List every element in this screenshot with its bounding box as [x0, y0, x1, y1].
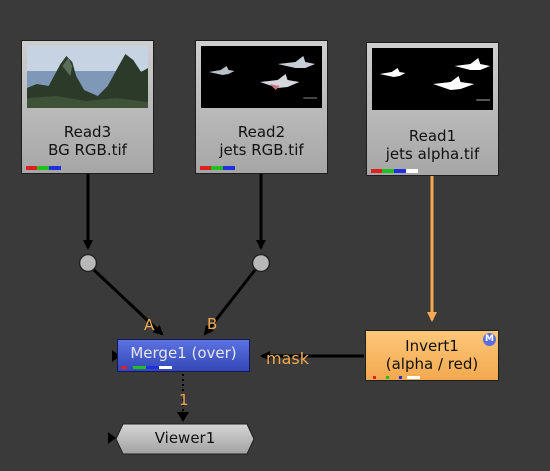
read3-node[interactable]: Read3 BG RGB.tif	[21, 40, 154, 174]
mask-indicator-badge: M	[483, 333, 496, 346]
read2-thumbnail	[201, 46, 322, 108]
viewer1-shape	[115, 423, 255, 455]
channel-red	[26, 166, 37, 170]
read1-title: Read1	[408, 127, 457, 145]
viewer1-label: Viewer1	[154, 429, 216, 447]
channel-blue	[394, 169, 406, 173]
merge-input-a-label: A	[144, 316, 155, 334]
channel-green	[133, 366, 146, 369]
viewer-input-arrowhead	[177, 412, 189, 422]
channel-blue	[399, 376, 402, 379]
invert1-title: Invert1	[405, 337, 459, 355]
channel-green	[37, 166, 49, 170]
merge1-label: Merge1 (over)	[130, 344, 237, 362]
mask-input-label: mask	[266, 349, 309, 368]
read3-filename: BG RGB.tif	[48, 141, 127, 159]
invert1-node[interactable]: Invert1 (alpha / red) M	[365, 330, 499, 381]
read1-thumbnail	[372, 48, 493, 110]
channel-alpha	[406, 169, 418, 173]
read2-title: Read2	[237, 123, 286, 141]
read2-filename: jets RGB.tif	[219, 141, 304, 159]
invert1-channels: (alpha / red)	[385, 355, 479, 373]
edge-dot-b-to-merge[interactable]	[203, 269, 257, 336]
read3-title: Read3	[63, 123, 112, 141]
channel-blue	[223, 166, 235, 170]
channel-red	[200, 166, 211, 170]
channel-blue	[49, 166, 61, 170]
edge-dot-a-to-merge[interactable]	[92, 268, 164, 336]
read3-thumbnail	[27, 46, 148, 108]
merge1-node[interactable]: Merge1 (over)	[117, 339, 250, 372]
channel-red	[121, 366, 127, 369]
dot-node-a[interactable]	[78, 253, 98, 273]
channel-green	[382, 169, 394, 173]
viewer-left-input-arrowhead	[108, 432, 116, 444]
merge-input-b-label: B	[207, 315, 218, 333]
channel-red	[373, 376, 376, 379]
viewer-input-label: 1	[179, 391, 189, 409]
channel-green	[386, 376, 389, 379]
read1-filename: jets alpha.tif	[385, 145, 480, 163]
channel-alpha	[159, 366, 172, 369]
channel-alpha	[407, 376, 420, 379]
viewer1-node[interactable]: Viewer1	[115, 423, 255, 455]
channel-red	[371, 169, 382, 173]
read1-node[interactable]: Read1 jets alpha.tif	[366, 42, 499, 176]
channel-green	[211, 166, 223, 170]
read2-node[interactable]: Read2 jets RGB.tif	[195, 40, 328, 174]
channel-blue	[146, 366, 159, 369]
merge-left-input-arrowhead	[112, 350, 120, 362]
dot-node-b[interactable]	[251, 253, 271, 273]
